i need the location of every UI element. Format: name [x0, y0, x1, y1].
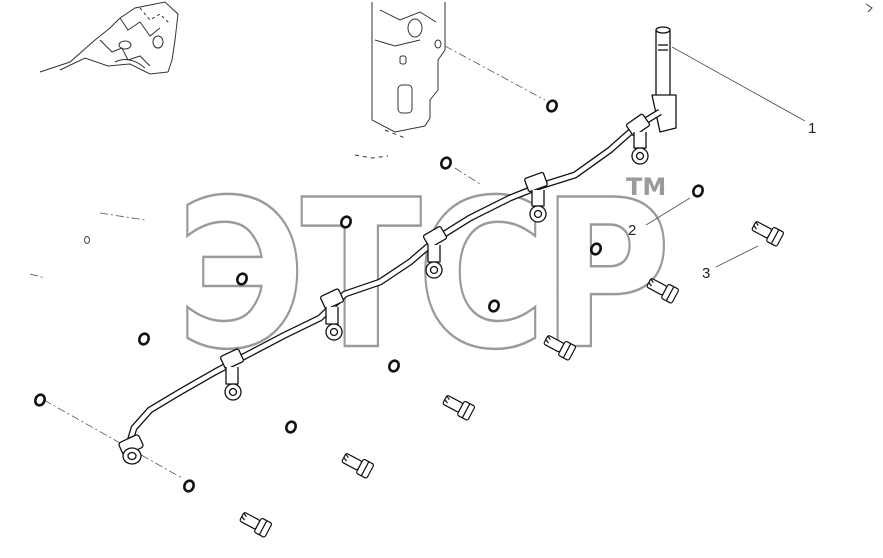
- callouts: 1 2 3: [628, 120, 816, 282]
- banjo-bolt: [646, 278, 680, 304]
- washer: [34, 393, 46, 407]
- banjo-tee-3: [422, 226, 448, 279]
- watermark: ЭТСР TM: [175, 156, 674, 397]
- callout-2: 2: [628, 222, 636, 239]
- washer: [138, 332, 150, 346]
- banjo-bolt: [239, 512, 273, 538]
- washer: [236, 272, 248, 286]
- small-washer-outline: [84, 236, 90, 244]
- washer: [340, 215, 352, 229]
- callout-1: 1: [808, 120, 816, 137]
- banjo-bolt: [751, 221, 785, 247]
- washer: [285, 420, 297, 434]
- washer: [440, 156, 452, 170]
- washer: [183, 479, 195, 493]
- watermark-trademark: TM: [626, 173, 666, 201]
- washer: [590, 242, 602, 256]
- watermark-brand: ЭТСР: [176, 157, 666, 395]
- leader-lines: [645, 46, 806, 268]
- banjo-tee-2: [524, 171, 548, 223]
- banjo-tee-1: [625, 113, 651, 165]
- washer: [546, 99, 558, 113]
- fuel-return-line: [118, 26, 677, 465]
- banjo-bolts: [239, 221, 785, 538]
- washer: [488, 299, 500, 313]
- engine-block-fragment-center: [354, 2, 446, 159]
- sealing-washers: [34, 99, 704, 493]
- washer: [692, 184, 704, 198]
- riser-pipe: [655, 27, 671, 99]
- callout-3: 3: [702, 265, 710, 282]
- banjo-tee-4: [319, 288, 345, 341]
- banjo-bolt: [442, 395, 476, 421]
- engine-block-fragment-left: [39, 1, 179, 75]
- washer: [388, 359, 400, 373]
- corner-mark: [865, 3, 873, 13]
- banjo-bolt: [543, 335, 577, 361]
- banjo-tee-5: [219, 348, 245, 401]
- banjo-bolt: [341, 453, 375, 479]
- alignment-lines: [29, 45, 546, 479]
- end-banjo-fitting: [118, 434, 144, 465]
